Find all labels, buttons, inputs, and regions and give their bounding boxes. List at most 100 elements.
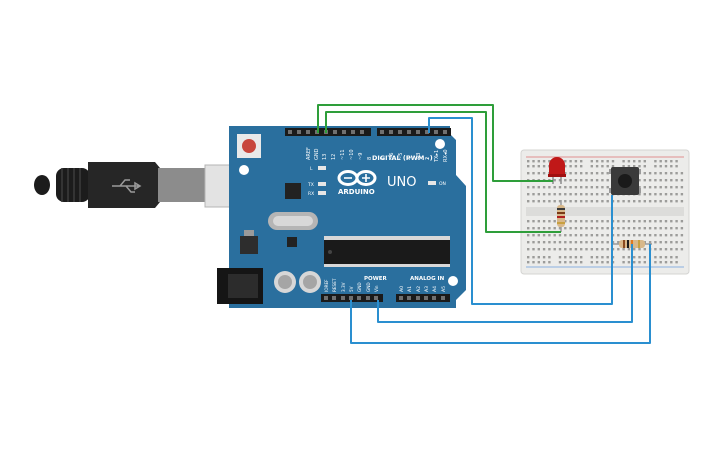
breadboard-hole bbox=[670, 200, 673, 203]
breadboard-hole bbox=[585, 200, 588, 203]
breadboard-hole bbox=[595, 200, 599, 203]
breadboard-hole bbox=[675, 241, 678, 244]
breadboard-hole bbox=[595, 241, 599, 244]
breadboard-hole bbox=[595, 193, 599, 196]
breadboard-hole bbox=[664, 200, 668, 203]
breadboard-hole bbox=[627, 261, 631, 264]
breadboard-hole bbox=[585, 179, 588, 182]
breadboard-hole bbox=[558, 200, 562, 203]
breadboard-hole bbox=[527, 227, 530, 230]
wire-blue-pin2-button[interactable] bbox=[428, 117, 613, 305]
breadboard-hole bbox=[622, 165, 625, 168]
breadboard-hole bbox=[675, 261, 678, 264]
breadboard-hole bbox=[654, 165, 657, 168]
breadboard-hole bbox=[537, 241, 540, 244]
breadboard-hole bbox=[532, 261, 535, 264]
breadboard-hole bbox=[670, 160, 673, 163]
pin-label-12: 12 bbox=[331, 154, 337, 160]
breadboard-hole bbox=[537, 227, 540, 230]
breadboard-hole bbox=[542, 227, 546, 230]
breadboard-hole bbox=[617, 241, 620, 244]
breadboard-hole bbox=[654, 241, 657, 244]
breadboard-hole bbox=[569, 160, 572, 163]
breadboard-hole bbox=[680, 179, 684, 182]
breadboard-hole bbox=[675, 200, 678, 203]
breadboard-hole bbox=[648, 200, 652, 203]
breadboard-hole bbox=[532, 193, 535, 196]
breadboard-hole bbox=[670, 186, 673, 189]
breadboard-hole bbox=[659, 256, 662, 259]
breadboard[interactable] bbox=[520, 149, 690, 275]
breadboard-hole bbox=[590, 248, 593, 251]
breadboard-hole bbox=[532, 256, 535, 259]
breadboard-hole bbox=[532, 234, 535, 237]
breadboard-hole bbox=[664, 227, 668, 230]
breadboard-hole bbox=[537, 193, 540, 196]
breadboard-hole bbox=[606, 256, 609, 259]
usb-cable[interactable] bbox=[34, 162, 264, 208]
breadboard-hole bbox=[569, 179, 572, 182]
breadboard-hole bbox=[580, 241, 583, 244]
breadboard-hole bbox=[527, 256, 530, 259]
wire-blue-gnd-button[interactable] bbox=[377, 244, 633, 323]
breadboard-hole bbox=[638, 160, 641, 163]
breadboard-hole bbox=[527, 172, 530, 175]
breadboard-hole bbox=[590, 179, 593, 182]
breadboard-hole bbox=[564, 172, 567, 175]
breadboard-hole bbox=[643, 186, 646, 189]
breadboard-hole bbox=[654, 186, 657, 189]
pin-label-gnd-1: GND bbox=[357, 282, 362, 292]
resistor[interactable] bbox=[557, 200, 565, 232]
breadboard-hole bbox=[542, 193, 546, 196]
breadboard-hole bbox=[675, 186, 678, 189]
breadboard-hole bbox=[601, 165, 604, 168]
wire-green-gnd-resistor[interactable] bbox=[325, 111, 561, 233]
breadboard-hole bbox=[622, 160, 625, 163]
breadboard-hole bbox=[654, 172, 657, 175]
breadboard-hole bbox=[537, 186, 540, 189]
breadboard-hole bbox=[580, 261, 583, 264]
wire-green-pin13-led[interactable] bbox=[317, 104, 553, 182]
breadboard-hole bbox=[680, 186, 684, 189]
breadboard-hole bbox=[675, 193, 678, 196]
breadboard-hole bbox=[664, 256, 668, 259]
breadboard-hole bbox=[564, 248, 567, 251]
pin-label-a4: A4 bbox=[432, 286, 438, 292]
breadboard-hole bbox=[664, 220, 668, 223]
pin-label-3: ~3 bbox=[416, 153, 422, 160]
pin-label-a5: A5 bbox=[441, 286, 447, 292]
breadboard-hole bbox=[580, 234, 583, 237]
pushbutton[interactable] bbox=[609, 167, 641, 195]
breadboard-hole bbox=[606, 234, 609, 237]
wire-blue-5v-resistor[interactable] bbox=[350, 244, 651, 344]
dc-power-jack[interactable] bbox=[217, 268, 263, 304]
breadboard-hole bbox=[574, 234, 578, 237]
digital-header bbox=[285, 128, 451, 136]
reset-button[interactable] bbox=[237, 134, 261, 158]
breadboard-hole bbox=[564, 179, 567, 182]
breadboard-hole bbox=[532, 227, 535, 230]
usb-icon bbox=[112, 179, 142, 193]
breadboard-hole bbox=[537, 160, 540, 163]
digital-pwm-label: DIGITAL (PWM~) bbox=[372, 154, 433, 162]
breadboard-hole bbox=[564, 193, 567, 196]
pin-label-11: ~11 bbox=[340, 149, 346, 160]
breadboard-hole bbox=[553, 227, 556, 230]
arduino-uno[interactable]: AREF GND 13 12 ~11 ~10 ~9 8 7 ~6 ~5 4 ~3… bbox=[217, 126, 466, 308]
mounting-hole bbox=[239, 165, 249, 175]
breadboard-hole bbox=[548, 160, 551, 163]
breadboard-hole bbox=[675, 179, 678, 182]
breadboard-hole bbox=[532, 160, 535, 163]
breadboard-hole bbox=[590, 200, 593, 203]
breadboard-hole bbox=[675, 227, 678, 230]
breadboard-hole bbox=[601, 186, 604, 189]
breadboard-hole bbox=[564, 186, 567, 189]
breadboard-hole bbox=[633, 160, 636, 163]
breadboard-hole bbox=[574, 200, 578, 203]
breadboard-hole bbox=[590, 241, 593, 244]
breadboard-hole bbox=[569, 193, 572, 196]
breadboard-hole bbox=[627, 248, 631, 251]
breadboard-hole bbox=[670, 261, 673, 264]
breadboard-hole bbox=[585, 234, 588, 237]
